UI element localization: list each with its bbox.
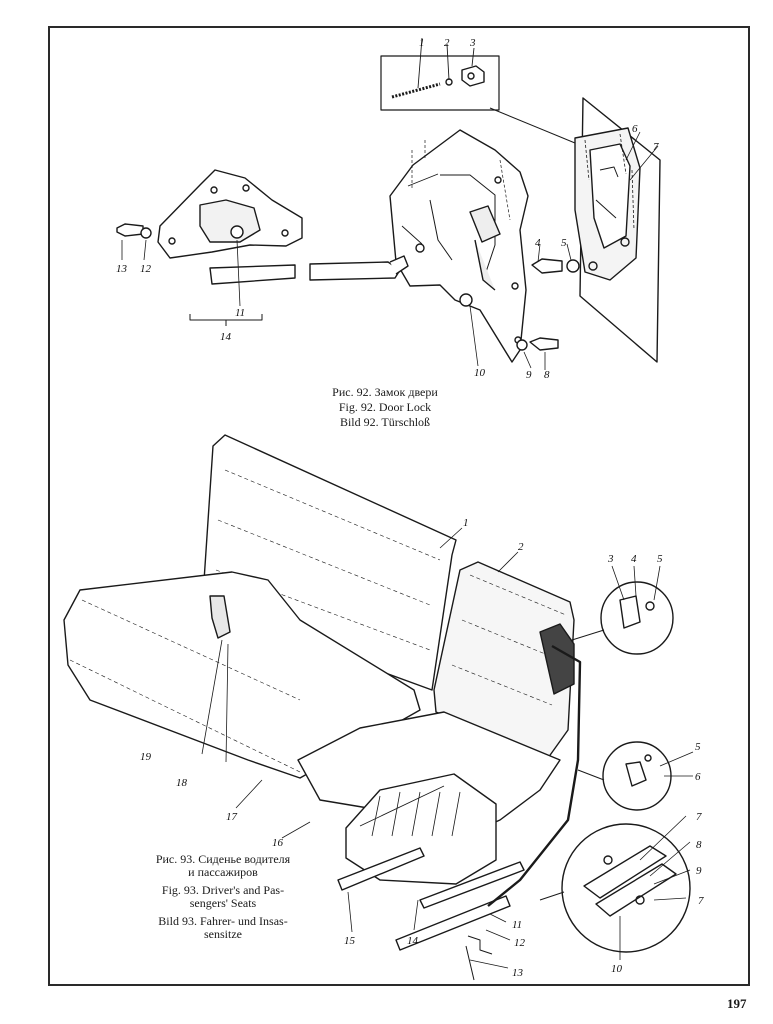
- fig93-callout-19: 19: [140, 751, 152, 763]
- fig93-caption-en: Fig. 93. Driver's and Pas- sengers' Seat…: [138, 884, 308, 910]
- fig92-callouts: 1 2 3 4 5 6 7 8 9 10 11 12 13 14: [116, 37, 659, 381]
- fig92-callout-7: 7: [653, 141, 659, 153]
- fig93-callout-18: 18: [176, 777, 188, 789]
- fig92-callout-1: 1: [419, 37, 425, 49]
- fig92-connecting-rod: [209, 261, 401, 285]
- fig93-caption-en-line1: Fig. 93. Driver's and Pas-: [161, 883, 285, 897]
- fig93-callout-4: 4: [631, 553, 637, 565]
- fig93-callout-5-top: 5: [657, 553, 663, 565]
- fig93-callout-15: 15: [344, 935, 356, 947]
- fig93-callout-3: 3: [607, 553, 614, 565]
- fig92-screw-1: [391, 82, 441, 99]
- fig92-nut-3: [461, 65, 485, 87]
- fig92-caption-de: Bild 92. Türschloß: [339, 415, 431, 429]
- fig93-callout-6: 6: [695, 771, 701, 783]
- fig92-callout-14: 14: [220, 331, 232, 343]
- fig92-callout-9: 9: [526, 369, 532, 381]
- fig93-callout-11: 11: [512, 919, 522, 931]
- page-number: 197: [727, 996, 747, 1011]
- fig93-callout-12: 12: [514, 937, 526, 949]
- fig93-caption-de-line2: sensitze: [204, 927, 242, 941]
- fig93-caption-ru-line1: Рис. 93. Сиденье водителя: [155, 852, 291, 866]
- fig93-caption-en-line2: sengers' Seats: [189, 896, 257, 910]
- fig93-seat-rail-11: [395, 895, 511, 951]
- fig92-caption: Рис. 92. Замок двери Fig. 92. Door Lock …: [260, 385, 510, 430]
- fig93-callout-7-upper: 7: [696, 811, 702, 823]
- fig92-callout-3: 3: [469, 37, 476, 49]
- fig92-screw-8: [529, 337, 559, 351]
- fig93-callout-7-lower: 7: [698, 895, 704, 907]
- fig93-callout-14: 14: [407, 935, 419, 947]
- fig93-callout-1: 1: [463, 517, 469, 529]
- page-frame: [48, 26, 750, 986]
- fig92-caption-ru: Рис. 92. Замок двери: [332, 385, 438, 399]
- fig92-callout-5: 5: [561, 237, 567, 249]
- fig93-drawing: [63, 434, 694, 981]
- fig92-callout-2: 2: [444, 37, 450, 49]
- fig92-caption-en: Fig. 92. Door Lock: [338, 400, 432, 414]
- fig92-leader-arrow: [489, 107, 576, 144]
- fig93-callout-16: 16: [272, 837, 284, 849]
- fig93-frame-tube: [487, 644, 582, 907]
- fig92-lock-body: [389, 129, 529, 363]
- fig93-caption-de-line1: Bild 93. Fahrer- und Insas-: [158, 914, 288, 928]
- fig92-inset-box: [380, 55, 500, 111]
- fig92-callout-13: 13: [116, 263, 128, 275]
- fig92-callout-4: 4: [535, 237, 541, 249]
- fig93-caption-ru: Рис. 93. Сиденье водителя и пассажиров: [138, 853, 308, 879]
- fig93-seat-rail-15: [337, 847, 425, 891]
- fig92-callout-6: 6: [632, 123, 638, 135]
- fig93-callout-8: 8: [696, 839, 702, 851]
- fig92-screw-4: [531, 258, 563, 274]
- fig93-caption-de: Bild 93. Fahrer- und Insas- sensitze: [138, 915, 308, 941]
- fig93-callout-9: 9: [696, 865, 702, 877]
- fig93-callouts: 1 2 3 4 5 5 6 7 8 9 7 10 11 12 13 14 15 …: [140, 517, 704, 979]
- fig92-bracket-14: [189, 314, 263, 326]
- fig92-callout-10: 10: [474, 367, 486, 379]
- fig93-callout-13: 13: [512, 967, 524, 979]
- fig92-callout-12: 12: [140, 263, 152, 275]
- fig92-drawing: [116, 37, 661, 370]
- fig93-bench-cushion: [63, 571, 421, 779]
- fig93-callout-17: 17: [226, 811, 238, 823]
- fig93-caption: Рис. 93. Сиденье водителя и пассажиров F…: [138, 853, 308, 946]
- fig93-callout-2: 2: [518, 541, 524, 553]
- fig93-caption-ru-line2: и пассажиров: [188, 865, 258, 879]
- fig92-callout-11: 11: [235, 307, 245, 319]
- fig93-callout-5-middle: 5: [695, 741, 701, 753]
- fig92-screw-13: [116, 223, 144, 237]
- fig92-callout-8: 8: [544, 369, 550, 381]
- fig93-passenger-backrest: [433, 561, 575, 759]
- fig93-callout-10: 10: [611, 963, 623, 975]
